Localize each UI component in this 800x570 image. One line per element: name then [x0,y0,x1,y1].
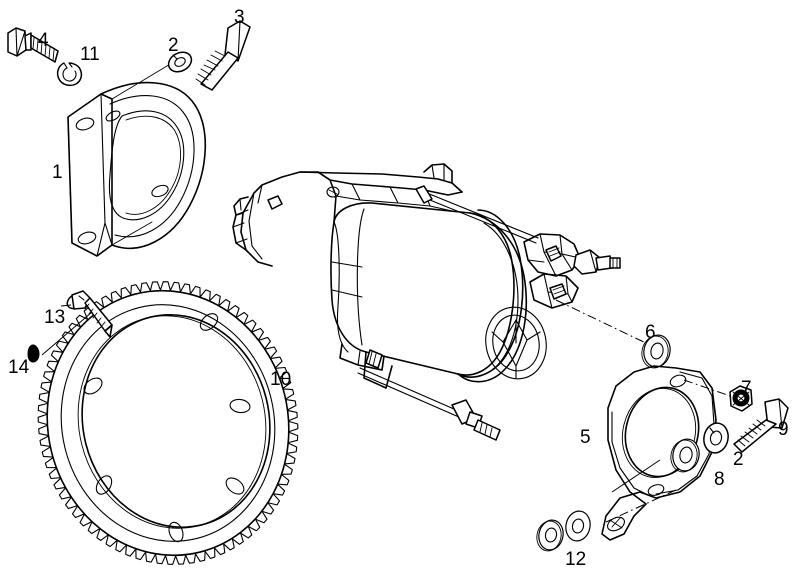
part-3-cap-screw [195,20,251,91]
part-14-dowel-pin [27,344,40,363]
leader-13b [60,304,72,307]
callout-5: 5 [580,427,591,448]
callout-13: 13 [44,307,66,328]
leader-6 [555,299,651,346]
leader-7 [683,379,737,399]
starter-motor [232,163,621,441]
callout-12: 12 [565,549,587,570]
part-8-flat-washer [670,438,700,473]
part-1-support-bracket [67,62,207,257]
callout-9: 9 [778,419,789,440]
callout-8: 8 [714,469,725,490]
callout-2a: 2 [168,35,179,56]
callout-1: 1 [52,162,63,183]
part-10-ring-gear [37,281,299,565]
part-13-self-tapping-screw [66,290,113,338]
part-2-lock-washer-right [703,422,729,454]
callout-14: 14 [8,357,30,378]
part-7-lock-nut [729,385,753,412]
part-4-hex-bolt [7,27,59,63]
leader-8 [611,459,661,493]
callout-4: 4 [38,30,49,51]
callout-10: 10 [270,369,292,390]
part-11-split-lock-washer [56,62,83,87]
callout-6: 6 [645,322,656,343]
part-2-lock-washer-top [167,51,193,73]
callout-3: 3 [234,7,245,28]
part-12-flat-washers [536,510,591,552]
leader-13 [41,311,93,356]
part-9-cap-screw [733,398,789,453]
callout-2b: 2 [733,449,744,470]
callout-11: 11 [80,44,100,65]
callout-7: 7 [741,378,752,399]
